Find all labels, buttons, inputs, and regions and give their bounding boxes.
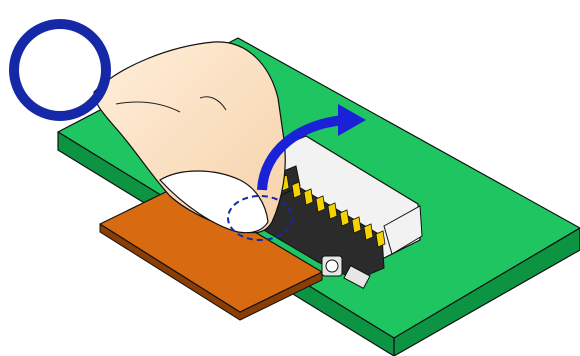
contact-pin <box>304 189 313 205</box>
contact-pin <box>316 196 325 212</box>
contact-pin <box>352 217 361 233</box>
contact-pin <box>292 182 301 198</box>
contact-pin <box>376 231 385 247</box>
contact-pin <box>364 224 373 240</box>
ok-circle-icon <box>14 24 106 116</box>
contact-pin <box>328 203 337 219</box>
contact-pin <box>340 210 349 226</box>
